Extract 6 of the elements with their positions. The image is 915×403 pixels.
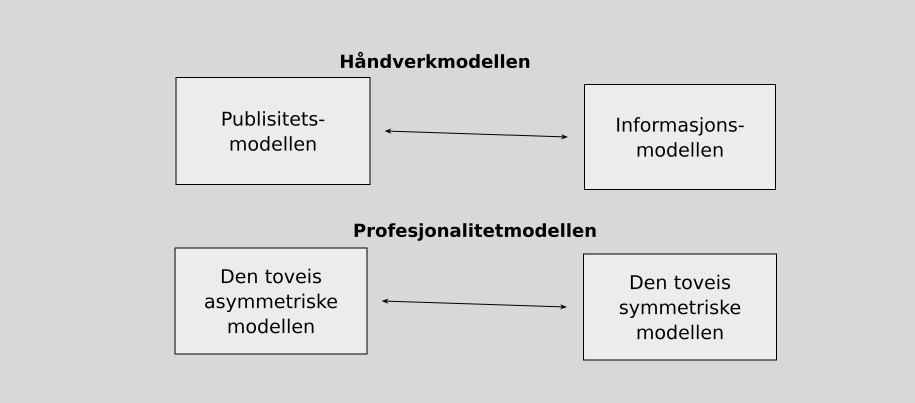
model-box: Den toveis asymmetriske modellen xyxy=(174,248,368,354)
section-heading: Profesjonalitetmodellen xyxy=(354,223,596,241)
model-box: Publisitets- modellen xyxy=(176,77,370,185)
model-box: Informasjons- modellen xyxy=(584,84,776,190)
model-box: Den toveis symmetriske modellen xyxy=(583,254,777,360)
section-heading: Håndverkmodellen xyxy=(341,52,530,68)
